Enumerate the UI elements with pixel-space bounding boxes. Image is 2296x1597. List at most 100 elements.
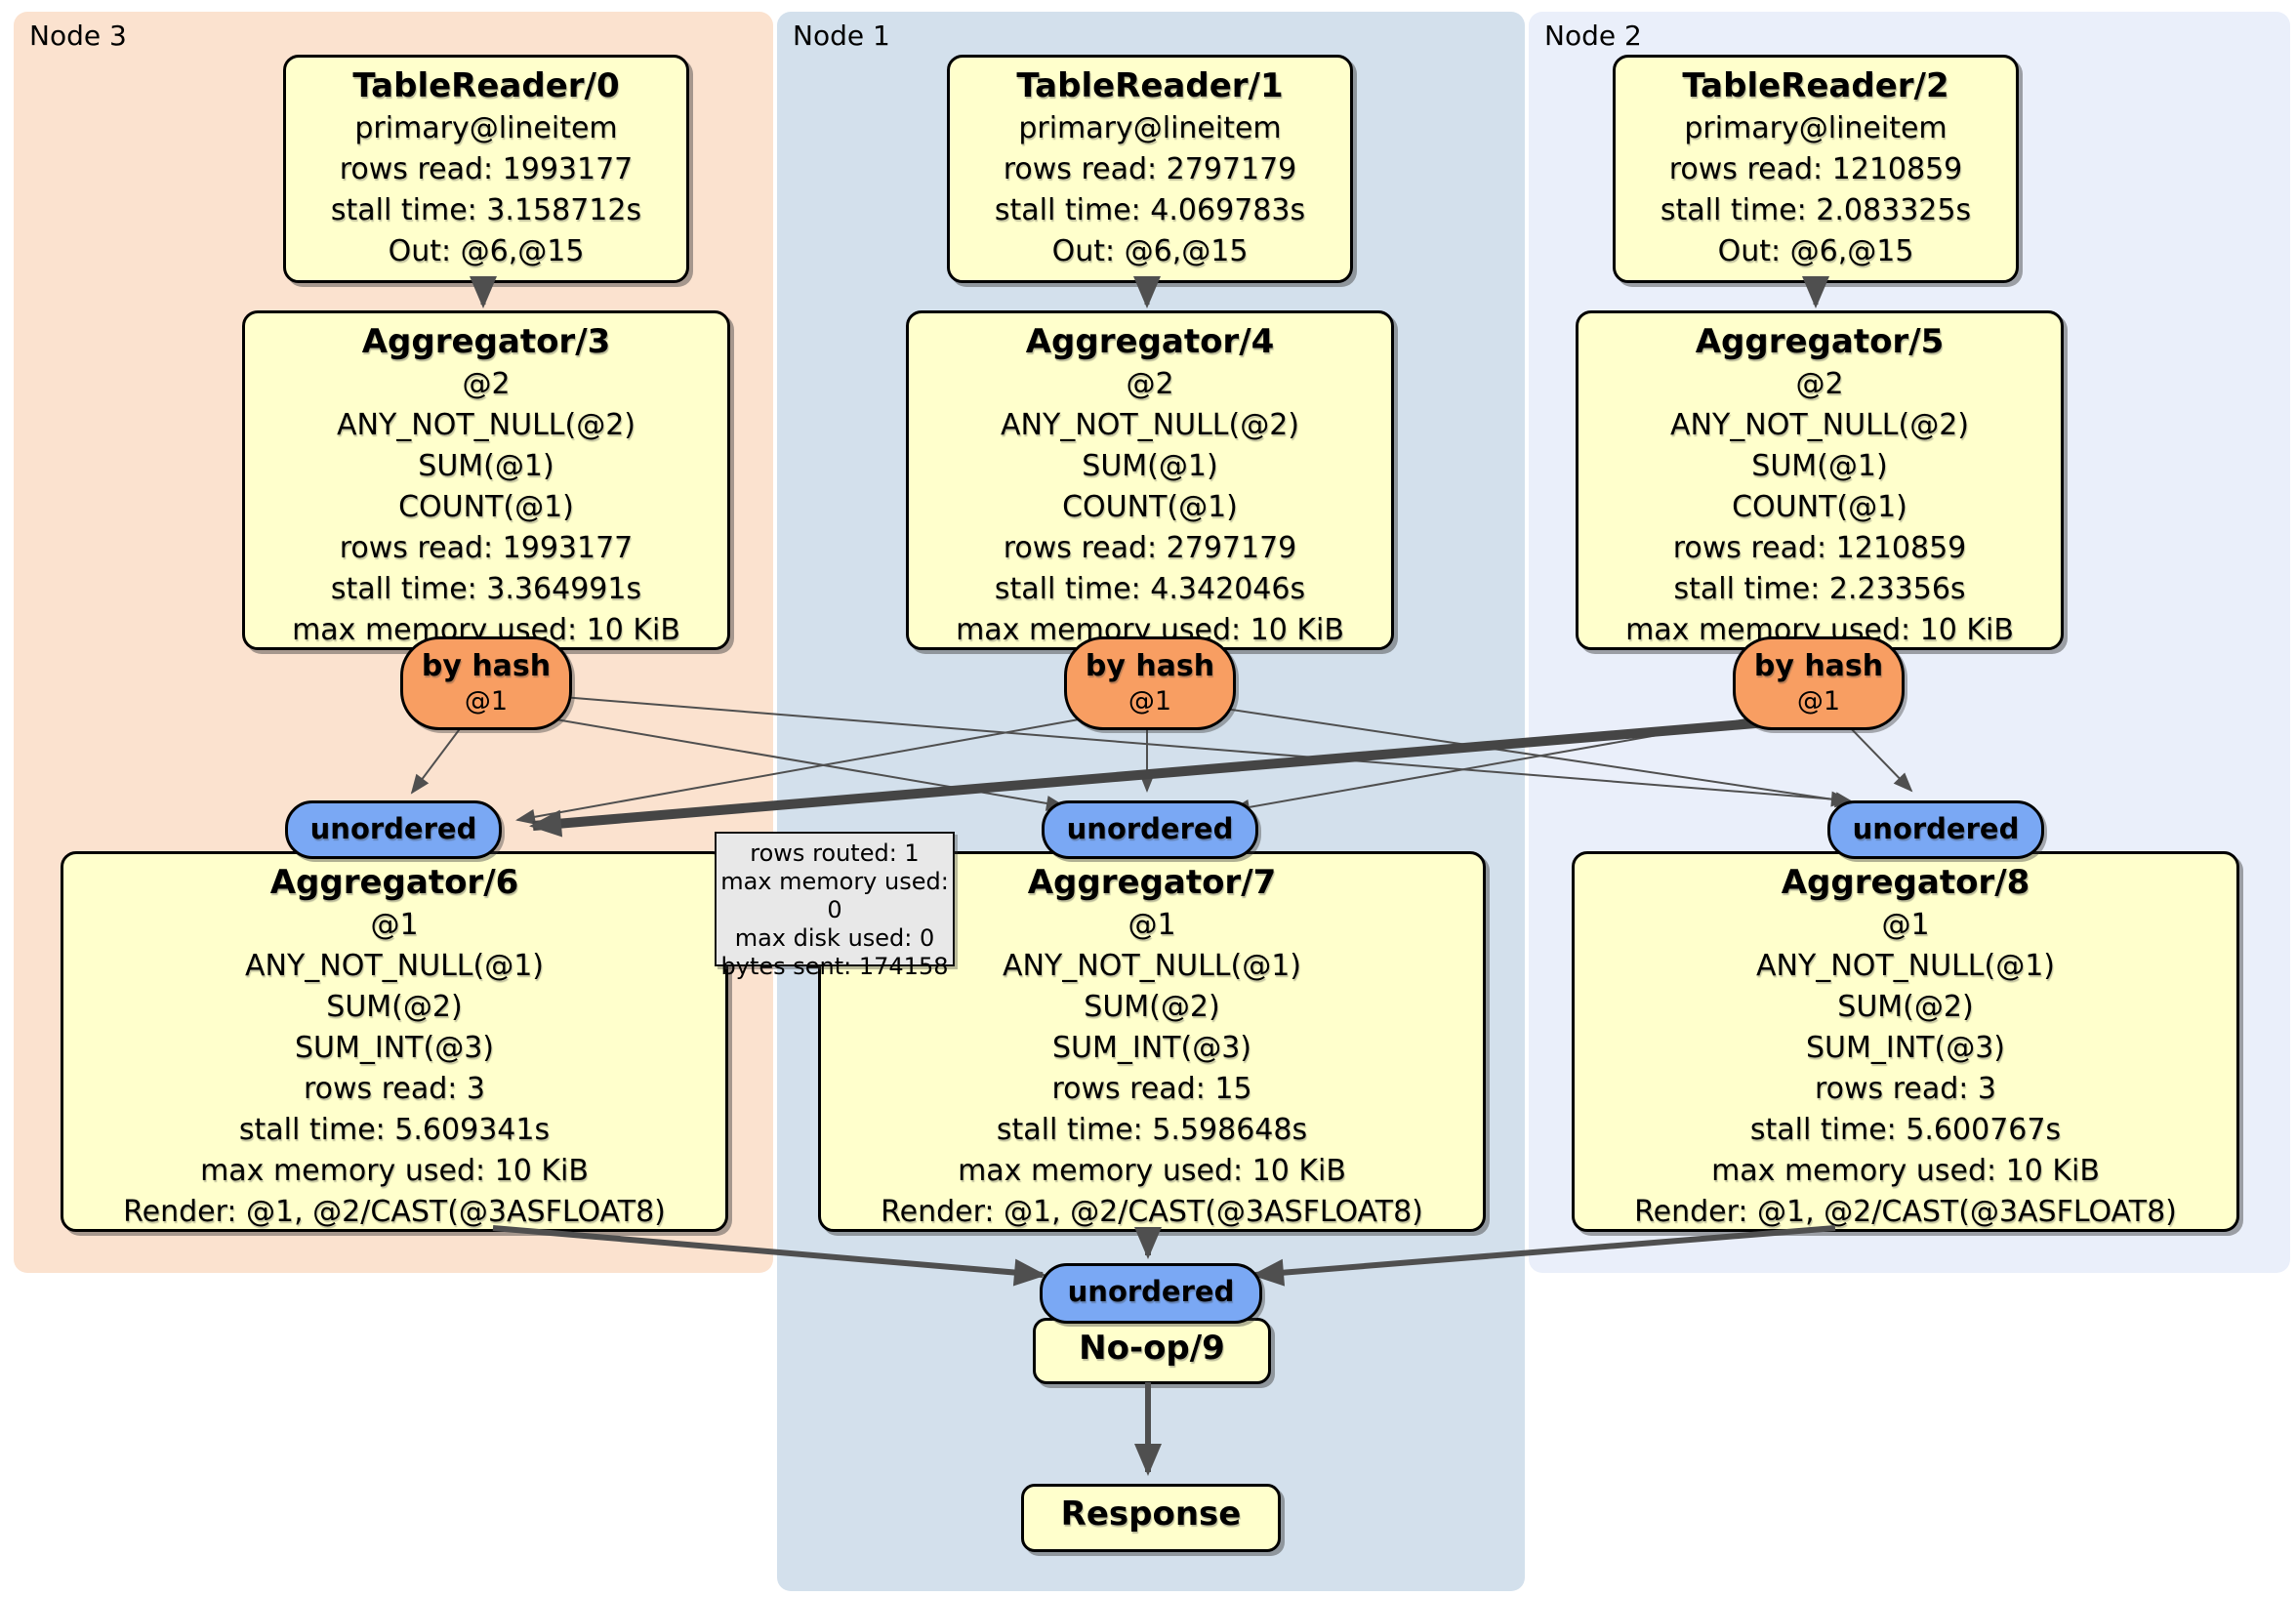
processor-line: stall time: 5.609341s: [238, 1113, 551, 1147]
processor-title: Aggregator/6: [269, 863, 519, 902]
processor-line: ANY_NOT_NULL(@1): [1003, 949, 1301, 983]
processor-line: stall time: 3.158712s: [330, 193, 642, 227]
stream-label: unordered: [1067, 1275, 1235, 1308]
processor-line: @1: [370, 908, 419, 942]
processor-line: SUM(@1): [418, 449, 554, 483]
processor-line: rows read: 2797179: [1003, 531, 1297, 565]
processor-line: stall time: 2.23356s: [1673, 572, 1966, 606]
processor-title: TableReader/0: [352, 66, 620, 105]
processor-aggregator-5: Aggregator/5 @2 ANY_NOT_NULL(@2) SUM(@1)…: [1576, 310, 2064, 650]
processor-line: rows read: 1993177: [339, 531, 634, 565]
processor-line: COUNT(@1): [398, 490, 574, 524]
processor-line: rows read: 1993177: [339, 152, 634, 186]
processor-line: COUNT(@1): [1732, 490, 1907, 524]
processor-line: ANY_NOT_NULL(@2): [1670, 408, 1969, 442]
stream-unordered-node3: unordered: [285, 800, 502, 859]
processor-title: Aggregator/5: [1695, 322, 1945, 361]
stream-unordered-final: unordered: [1040, 1263, 1262, 1324]
processor-line: rows read: 2797179: [1003, 152, 1297, 186]
processor-line: ANY_NOT_NULL(@1): [245, 949, 544, 983]
stream-unordered-node2: unordered: [1827, 800, 2044, 859]
edge-byhash-node3-to-unordered-node2[interactable]: [561, 696, 1851, 807]
processor-line: rows read: 1210859: [1672, 531, 1967, 565]
edge-byhash-node1-to-unordered-node3[interactable]: [515, 716, 1096, 825]
processor-line: primary@lineitem: [1684, 111, 1948, 145]
processor-title: TableReader/1: [1016, 66, 1284, 105]
processor-tablereader-1: TableReader/1 primary@lineitem rows read…: [947, 55, 1353, 283]
tooltip-line: bytes sent: 174158: [720, 953, 949, 980]
stream-unordered-node1: unordered: [1042, 800, 1258, 859]
processor-line: @1: [1881, 908, 1930, 942]
processor-line: @2: [1795, 367, 1844, 401]
processor-line: Out: @6,@15: [1717, 234, 1914, 268]
processor-line: SUM_INT(@3): [295, 1031, 494, 1065]
router-hash-column: @1: [1128, 686, 1172, 717]
processor-line: @1: [1128, 908, 1176, 942]
processor-line: stall time: 5.600767s: [1749, 1113, 2062, 1147]
region-label: Node 2: [1544, 20, 1642, 52]
region-label: Node 1: [793, 20, 890, 52]
processor-title: Aggregator/7: [1027, 863, 1277, 902]
stream-label: unordered: [1066, 812, 1234, 845]
processor-noop-9: No-op/9: [1033, 1318, 1271, 1384]
processor-line: max memory used: 10 KiB: [1711, 1154, 2100, 1188]
router-label: by hash: [421, 649, 552, 683]
processor-line: stall time: 2.083325s: [1660, 193, 1972, 227]
processor-line: Render: @1, @2/CAST(@3ASFLOAT8): [123, 1195, 666, 1229]
processor-title: Response: [1060, 1495, 1242, 1534]
processor-line: @2: [462, 367, 511, 401]
processor-line: max memory used: 10 KiB: [958, 1154, 1346, 1188]
edge-aggregator6-to-final-unordered[interactable]: [492, 1225, 1046, 1287]
processor-line: rows read: 3: [303, 1072, 486, 1106]
edge-byhash-node2-to-unordered-node2[interactable]: [1846, 723, 1913, 793]
edge-byhash-node1-to-unordered-node2[interactable]: [1198, 704, 1855, 808]
processor-line: COUNT(@1): [1062, 490, 1238, 524]
edge-byhash-node2-to-unordered-node3-thick[interactable]: [529, 717, 1768, 838]
processor-line: ANY_NOT_NULL(@2): [1001, 408, 1299, 442]
router-hash-column: @1: [1796, 686, 1841, 717]
edge-stats-tooltip: rows routed: 1 max memory used: 0 max di…: [715, 832, 955, 980]
processor-line: stall time: 5.598648s: [996, 1113, 1308, 1147]
processor-aggregator-8: Aggregator/8 @1 ANY_NOT_NULL(@1) SUM(@2)…: [1572, 851, 2239, 1232]
processor-title: Aggregator/8: [1781, 863, 2030, 902]
processor-line: max memory used: 10 KiB: [200, 1154, 589, 1188]
processor-line: Out: @6,@15: [388, 234, 585, 268]
tooltip-line: rows routed: 1: [750, 839, 920, 867]
processor-line: stall time: 4.069783s: [994, 193, 1306, 227]
tooltip-line: max disk used: 0: [734, 924, 935, 952]
processor-aggregator-6: Aggregator/6 @1 ANY_NOT_NULL(@1) SUM(@2)…: [61, 851, 728, 1232]
processor-line: SUM_INT(@3): [1806, 1031, 2005, 1065]
processor-line: primary@lineitem: [1018, 111, 1282, 145]
processor-line: Render: @1, @2/CAST(@3ASFLOAT8): [881, 1195, 1423, 1229]
processor-line: SUM(@2): [1084, 990, 1220, 1024]
region-label: Node 3: [29, 20, 127, 52]
processor-title: No-op/9: [1079, 1329, 1225, 1368]
processor-line: stall time: 3.364991s: [330, 572, 642, 606]
processor-line: SUM(@2): [1837, 990, 1974, 1024]
router-by-hash-node1: by hash @1: [1064, 636, 1236, 730]
response-box: Response: [1021, 1484, 1281, 1552]
edge-byhash-node3-to-unordered-node3[interactable]: [410, 721, 466, 795]
router-by-hash-node3: by hash @1: [400, 636, 572, 730]
stream-label: unordered: [1852, 812, 2020, 845]
processor-line: primary@lineitem: [354, 111, 618, 145]
router-hash-column: @1: [464, 686, 509, 717]
processor-line: rows read: 1210859: [1668, 152, 1963, 186]
processor-line: @2: [1126, 367, 1174, 401]
processor-line: SUM_INT(@3): [1052, 1031, 1251, 1065]
stream-label: unordered: [309, 812, 477, 845]
processor-line: SUM(@1): [1082, 449, 1218, 483]
processor-title: Aggregator/4: [1025, 322, 1275, 361]
router-by-hash-node2: by hash @1: [1733, 636, 1905, 730]
processor-line: stall time: 4.342046s: [994, 572, 1306, 606]
processor-title: TableReader/2: [1682, 66, 1949, 105]
processor-line: SUM(@2): [326, 990, 463, 1024]
router-label: by hash: [1085, 649, 1215, 683]
edge-aggregator8-to-final-unordered[interactable]: [1251, 1225, 1836, 1287]
processor-line: ANY_NOT_NULL(@1): [1756, 949, 2055, 983]
processor-line: SUM(@1): [1751, 449, 1888, 483]
processor-title: Aggregator/3: [361, 322, 611, 361]
processor-line: Out: @6,@15: [1051, 234, 1249, 268]
